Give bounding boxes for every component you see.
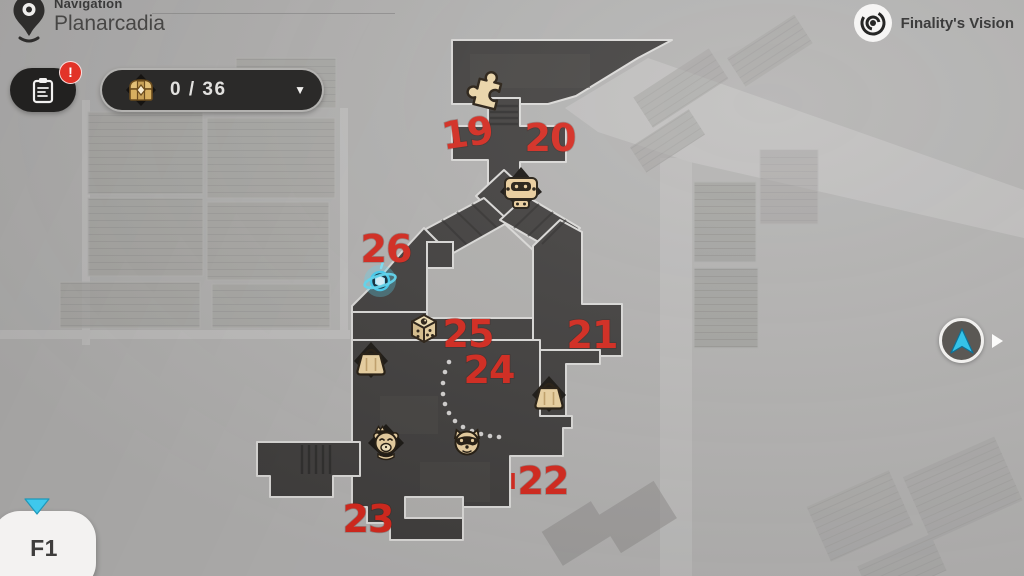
floor-label: F1 bbox=[30, 535, 58, 561]
map-marker-21: 21 bbox=[567, 313, 618, 357]
header-divider bbox=[152, 13, 395, 14]
alert-badge: ! bbox=[59, 61, 82, 84]
dotted-trail bbox=[440, 359, 502, 440]
bridge-hatches bbox=[300, 104, 567, 474]
region-indicator[interactable]: Finality's Vision bbox=[853, 3, 1014, 43]
finality-vision-eye-icon bbox=[853, 4, 892, 42]
region-label: Finality's Vision bbox=[900, 14, 1014, 32]
chevron-down-icon: ▼ bbox=[294, 83, 306, 97]
treasure-chest-icon bbox=[126, 74, 156, 106]
map-marker-25: 25 bbox=[443, 312, 494, 356]
nav-label: Navigation bbox=[54, 0, 123, 11]
map-marker-26: 26 bbox=[361, 227, 412, 271]
map-icon-raccoon-face[interactable] bbox=[454, 429, 480, 456]
map-icon-red-dash[interactable] bbox=[511, 473, 515, 489]
map-marker-19: 19 bbox=[439, 108, 496, 159]
map-marker-20: 20 bbox=[525, 116, 576, 160]
tracker-button[interactable]: ! bbox=[10, 61, 82, 112]
chest-count: 0 / 36 bbox=[170, 79, 227, 100]
map-structure-bump bbox=[426, 241, 454, 269]
chevron-down-cyan-icon bbox=[24, 498, 50, 515]
map-marker-23: 23 bbox=[343, 497, 394, 541]
map-pin-icon bbox=[13, 0, 45, 43]
map-marker-22: 22 bbox=[518, 459, 569, 503]
location-header: Navigation Planarcadia bbox=[10, 0, 165, 46]
page-title: Planarcadia bbox=[54, 12, 165, 35]
chevron-right-icon[interactable] bbox=[992, 334, 1003, 348]
clipboard-icon bbox=[32, 77, 54, 103]
map-icon-dice[interactable] bbox=[411, 314, 437, 343]
floor-selector-button[interactable]: F1 bbox=[0, 498, 96, 576]
compass-button[interactable] bbox=[939, 318, 984, 363]
chest-counter-button[interactable]: 0 / 36 ▼ bbox=[100, 68, 324, 112]
map-marker-24: 24 bbox=[464, 348, 515, 392]
navigation-arrow-icon bbox=[949, 327, 974, 354]
